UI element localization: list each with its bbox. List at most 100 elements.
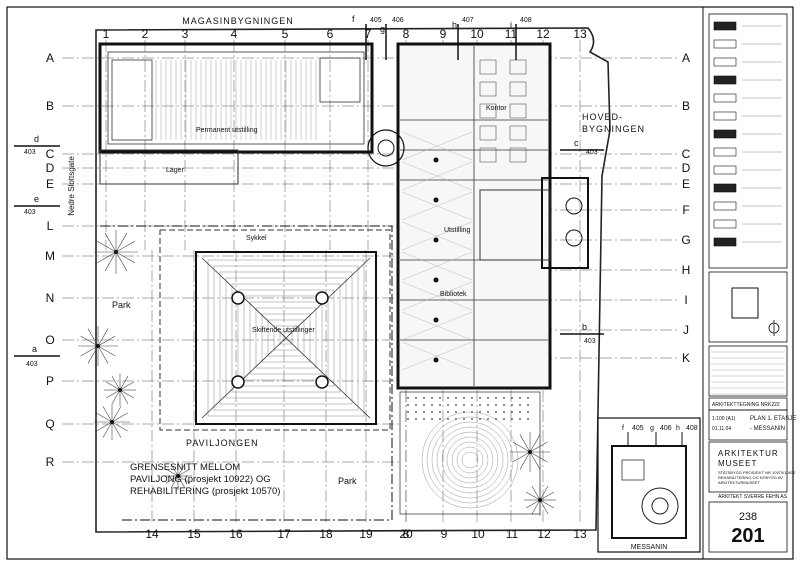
- project-subtitle-1: STATSBYGG PROSJEKT NR 10570/10922: [718, 470, 796, 475]
- svg-text:a: a: [32, 344, 37, 354]
- svg-text:f: f: [352, 14, 355, 24]
- grid-label-row: O: [45, 333, 54, 347]
- grid-label-col: 17: [277, 527, 291, 541]
- svg-text:408: 408: [520, 17, 532, 24]
- label-magasin: MAGASINBYGNINGEN: [182, 16, 294, 26]
- inset-mark: 408: [686, 425, 698, 432]
- key-plan: [708, 271, 788, 343]
- svg-text:b: b: [582, 322, 587, 332]
- grid-label-row: A: [682, 51, 690, 65]
- room-label: Permanent utstilling: [196, 127, 258, 134]
- grid-label-row: E: [46, 177, 54, 191]
- svg-text:e: e: [34, 194, 39, 204]
- svg-text:i: i: [510, 20, 512, 30]
- grid-label-row: I: [684, 293, 687, 307]
- section-mark-f: f 405: [352, 14, 382, 60]
- svg-text:403: 403: [24, 209, 36, 216]
- svg-text:g: g: [380, 24, 385, 34]
- inset-mark: f: [622, 425, 624, 432]
- svg-text:403: 403: [26, 361, 38, 368]
- outer-border: [6, 6, 794, 560]
- grid-label-row: K: [682, 351, 690, 365]
- grid-label-col: 8: [403, 27, 410, 41]
- grid-label-row: B: [46, 99, 54, 113]
- grid-label-col: 8: [403, 527, 410, 541]
- label-hoved-2: BYGNINGEN: [582, 124, 645, 134]
- grid-label-col: 13: [573, 27, 587, 41]
- label-park-2: Park: [338, 476, 357, 486]
- grid-label-col: 15: [187, 527, 201, 541]
- date: 01.11.04: [712, 426, 731, 432]
- svg-text:405: 405: [370, 17, 382, 24]
- inset-title: MESSANIN: [631, 544, 668, 551]
- grid-label-col: 1: [103, 27, 110, 41]
- grid-label-row: Q: [45, 417, 54, 431]
- grid-label-row: F: [682, 203, 689, 217]
- svg-text:403: 403: [586, 149, 598, 156]
- site-boundary: [95, 27, 611, 533]
- grid-label-col: 10: [471, 527, 485, 541]
- section-mark-i: i 408: [510, 17, 532, 60]
- plan-title-2: - MESSANIN: [750, 426, 785, 432]
- inset-mark: 406: [660, 425, 672, 432]
- grid-label-row: J: [683, 323, 689, 337]
- section-mark-d: d 403: [14, 134, 60, 156]
- grid-label-row: E: [682, 177, 690, 191]
- note-line-3: REHABILITERING (prosjekt 10570): [130, 486, 280, 497]
- grid-label-row: P: [46, 374, 54, 388]
- section-mark-g: g 406: [380, 17, 404, 60]
- grid-label-col: 5: [282, 27, 289, 41]
- svg-text:407: 407: [462, 17, 474, 24]
- label-paviljong: PAVILJONGEN: [186, 438, 259, 448]
- section-mark-e: e 403: [14, 194, 60, 216]
- grid-label-col: 13: [573, 527, 587, 541]
- room-label: Kontor: [486, 105, 507, 112]
- grid-label-col: 18: [319, 527, 333, 541]
- grid-label-col: 7: [365, 27, 372, 41]
- grid-label-col: 11: [506, 527, 519, 541]
- grid-label-row: C: [682, 147, 691, 161]
- svg-text:403: 403: [24, 149, 36, 156]
- courtyard: [399, 391, 541, 515]
- grid-label-col: 10: [470, 27, 484, 41]
- grid-label-col: 2: [142, 27, 149, 41]
- note-line-1: GRENSESNITT MELLOM: [130, 462, 240, 473]
- tree-icon: [524, 484, 556, 516]
- grid-label-row: D: [46, 161, 55, 175]
- grid-label-col: 12: [537, 527, 551, 541]
- grid-label-row: G: [681, 233, 690, 247]
- grid-label-col: 20: [399, 527, 413, 541]
- svg-text:d: d: [34, 134, 39, 144]
- grid-label-col: 19: [359, 527, 373, 541]
- pavilion-building: [159, 229, 391, 431]
- tree-icon: [78, 326, 118, 366]
- tree-icon: [510, 432, 550, 472]
- architect: ARKITEKT SVERRE FEHN AS: [718, 494, 788, 500]
- scale: 1:100 (A1): [712, 416, 736, 422]
- project-subtitle-3: ARKITEKTURMUSEET: [718, 480, 761, 485]
- inset-detail: f 405 g 406 h 408 MESSANIN: [597, 417, 701, 553]
- grid-label-row: C: [46, 147, 55, 161]
- trees: [78, 230, 556, 516]
- label-hoved-1: HOVED-: [582, 112, 623, 122]
- grid-label-row: L: [47, 219, 54, 233]
- svg-text:406: 406: [392, 17, 404, 24]
- section-mark-a: a 403: [14, 344, 60, 368]
- drawing-number-label: ARKITEKTTEGNING NR.: [712, 402, 769, 408]
- room-label: Utstilling: [444, 227, 471, 234]
- inset-mark: 405: [632, 425, 644, 432]
- grid-label-col: 9: [441, 527, 448, 541]
- tree-icon: [94, 404, 130, 440]
- label-park-1: Park: [112, 300, 131, 310]
- grid-label-row: N: [46, 291, 55, 305]
- section-mark-b: b 403: [560, 322, 604, 345]
- note-line-2: PAVILJONG (prosjekt 10922) OG: [130, 474, 271, 485]
- grid-label-row: H: [682, 263, 691, 277]
- grid-label-col: 14: [145, 527, 159, 541]
- main-building: [367, 42, 589, 390]
